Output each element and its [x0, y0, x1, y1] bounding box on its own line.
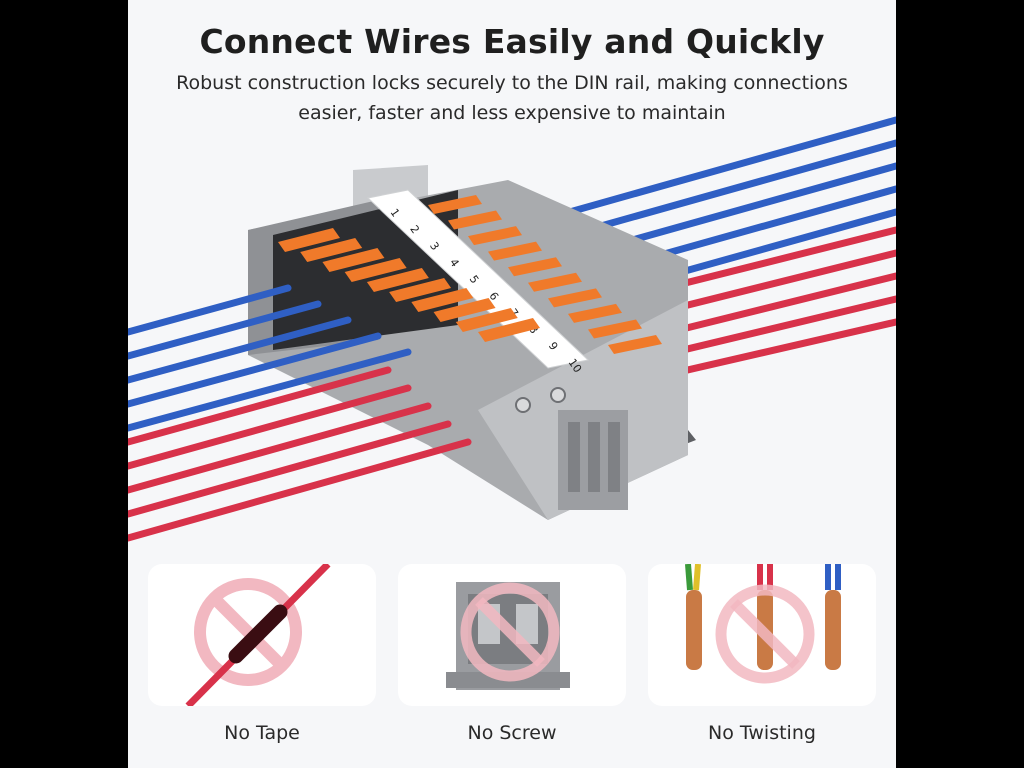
blue-wires-left	[128, 284, 412, 432]
subtitle-line-2: easier, faster and less expensive to mai…	[298, 102, 726, 124]
page-subtitle: Robust construction locks securely to th…	[162, 68, 862, 128]
lever-left-5	[366, 268, 429, 292]
lever-right-4	[488, 241, 542, 261]
feature-card-no-screw	[398, 564, 626, 706]
red-wires-left	[128, 366, 472, 542]
lever-right-5	[508, 257, 562, 277]
lever-right-9	[588, 319, 642, 339]
lever-left-6	[389, 278, 452, 302]
lever-left-1	[278, 228, 340, 252]
lever-left-4	[344, 258, 407, 282]
feature-label-no-twisting: No Twisting	[708, 722, 816, 744]
lever-left-9	[455, 308, 518, 332]
lever-right-1	[428, 195, 482, 214]
terminal-block-illustration: 12345678910	[128, 116, 896, 542]
prohibited-twisted-wires-icon	[685, 564, 841, 684]
lever-left-10	[478, 318, 540, 342]
product-panel: Connect Wires Easily and Quickly Robust …	[128, 0, 896, 768]
lever-right-6	[528, 272, 582, 292]
subtitle-line-1: Robust construction locks securely to th…	[176, 72, 848, 94]
prohibited-screw-terminal-icon	[446, 582, 570, 690]
lever-right-7	[548, 288, 602, 308]
lever-right-3	[468, 226, 522, 246]
prohibited-tape-icon	[185, 564, 331, 706]
lever-left-2	[300, 238, 363, 262]
lever-right-8	[568, 303, 622, 323]
page-title: Connect Wires Easily and Quickly	[199, 22, 825, 61]
lever-left-3	[322, 248, 385, 272]
feature-label-no-tape: No Tape	[224, 722, 300, 744]
lever-left-7	[411, 288, 474, 312]
orange-levers	[278, 195, 662, 354]
feature-card-no-tape	[148, 564, 376, 706]
feature-label-no-screw: No Screw	[467, 722, 557, 744]
lever-right-10	[608, 335, 662, 354]
lever-left-8	[433, 298, 496, 322]
lever-right-2	[448, 210, 502, 230]
feature-card-no-twisting	[648, 564, 876, 706]
